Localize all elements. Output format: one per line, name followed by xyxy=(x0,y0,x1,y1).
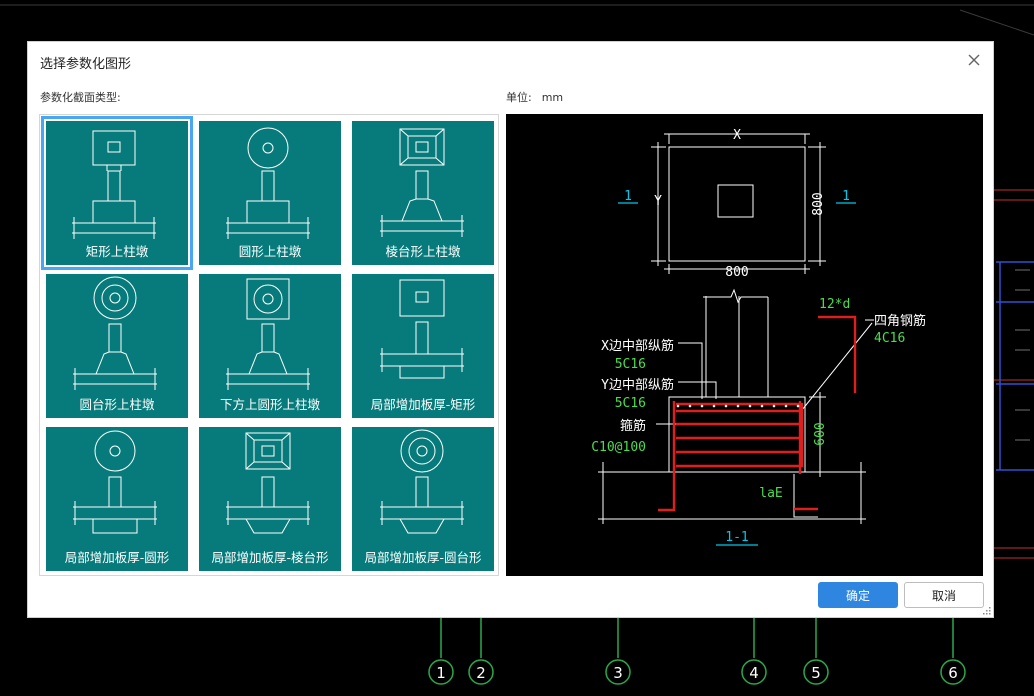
x-mid-bar-label: X边中部纵筋 xyxy=(601,338,674,354)
shape-grid: 矩形上柱墩 圆形上柱墩 xyxy=(39,114,499,576)
shape-option[interactable]: 圆台形上柱墩 xyxy=(46,274,188,418)
dim-y-label: Y xyxy=(654,194,662,209)
shape-option[interactable]: 下方上圆形上柱墩 xyxy=(199,274,341,418)
round-pier-icon xyxy=(226,127,310,239)
stirrup-spec: C10@100 xyxy=(591,440,646,455)
axis-label-2: 2 xyxy=(476,664,486,682)
square-round-pier-icon xyxy=(226,278,310,390)
section-title: 1-1 xyxy=(725,530,748,545)
slab-thicken-round-frustum-icon xyxy=(380,429,464,534)
unit-label-text: 单位: xyxy=(506,91,532,104)
y-mid-bar-spec: 5C16 xyxy=(615,396,646,411)
section-type-label: 参数化截面类型: xyxy=(40,91,121,104)
shape-label: 局部增加板厚-圆台形 xyxy=(364,550,482,565)
shape-option[interactable]: 局部增加板厚-圆形 xyxy=(46,427,188,571)
slab-thicken-frustum-icon xyxy=(226,432,310,534)
rect-pier-icon xyxy=(72,130,156,239)
shape-option[interactable]: 圆形上柱墩 xyxy=(199,121,341,265)
shape-label: 棱台形上柱墩 xyxy=(385,244,461,259)
close-icon[interactable] xyxy=(965,51,983,69)
shape-label: 局部增加板厚-棱台形 xyxy=(211,550,329,565)
ok-button[interactable]: 确定 xyxy=(818,582,898,608)
resize-grip-icon[interactable] xyxy=(982,606,991,615)
x-mid-bar-spec: 5C16 xyxy=(615,357,646,372)
shape-preview: X Y 800 800 1 1 12*d 四角钢筋 4C16 X边中部纵筋 5C… xyxy=(506,114,983,576)
axis-label-5: 5 xyxy=(811,664,821,682)
dim-x-label: X xyxy=(733,128,741,143)
shape-label: 局部增加板厚-圆形 xyxy=(64,550,170,565)
slab-thicken-rect-icon xyxy=(380,279,464,379)
stirrup-label: 箍筋 xyxy=(620,418,646,434)
shape-label: 矩形上柱墩 xyxy=(85,244,149,259)
shape-label: 下方上圆形上柱墩 xyxy=(219,397,320,412)
axis-label-6: 6 xyxy=(948,664,958,682)
axis-label-3: 3 xyxy=(613,664,623,682)
section-mark-right: 1 xyxy=(842,189,850,204)
dim-height-label: 800 xyxy=(811,192,826,215)
round-frustum-pier-icon xyxy=(73,276,157,390)
section-mark-left: 1 xyxy=(624,189,632,204)
cancel-button[interactable]: 取消 xyxy=(904,582,984,608)
shape-option[interactable]: 棱台形上柱墩 xyxy=(352,121,494,265)
shape-label: 圆台形上柱墩 xyxy=(79,397,155,412)
unit-value: mm xyxy=(541,91,564,104)
axis-label-1: 1 xyxy=(436,664,446,682)
shape-label: 圆形上柱墩 xyxy=(238,244,302,259)
shape-option[interactable]: 局部增加板厚-矩形 xyxy=(352,274,494,418)
pier-height-label: 600 xyxy=(813,422,828,445)
shape-option[interactable]: 矩形上柱墩 xyxy=(41,116,193,270)
axis-label-4: 4 xyxy=(749,664,759,682)
corner-bar-label: 四角钢筋 xyxy=(874,313,926,329)
y-mid-bar-label: Y边中部纵筋 xyxy=(601,377,674,393)
shape-option[interactable]: 局部增加板厚-棱台形 xyxy=(199,427,341,571)
shape-label: 局部增加板厚-矩形 xyxy=(370,397,476,412)
hook-length-label: 12*d xyxy=(819,297,850,312)
dim-width-label: 800 xyxy=(725,265,748,280)
select-parametric-shape-dialog: 选择参数化图形 参数化截面类型: 单位: mm 矩形上柱墩 xyxy=(27,41,994,618)
shape-option[interactable]: 局部增加板厚-圆台形 xyxy=(352,427,494,571)
unit-label: 单位: mm xyxy=(506,89,563,105)
frustum-pier-icon xyxy=(380,128,464,237)
corner-bar-spec: 4C16 xyxy=(874,331,905,346)
slab-thicken-round-icon xyxy=(73,430,157,534)
dialog-title: 选择参数化图形 xyxy=(40,57,132,72)
anchor-label: laE xyxy=(759,486,782,501)
